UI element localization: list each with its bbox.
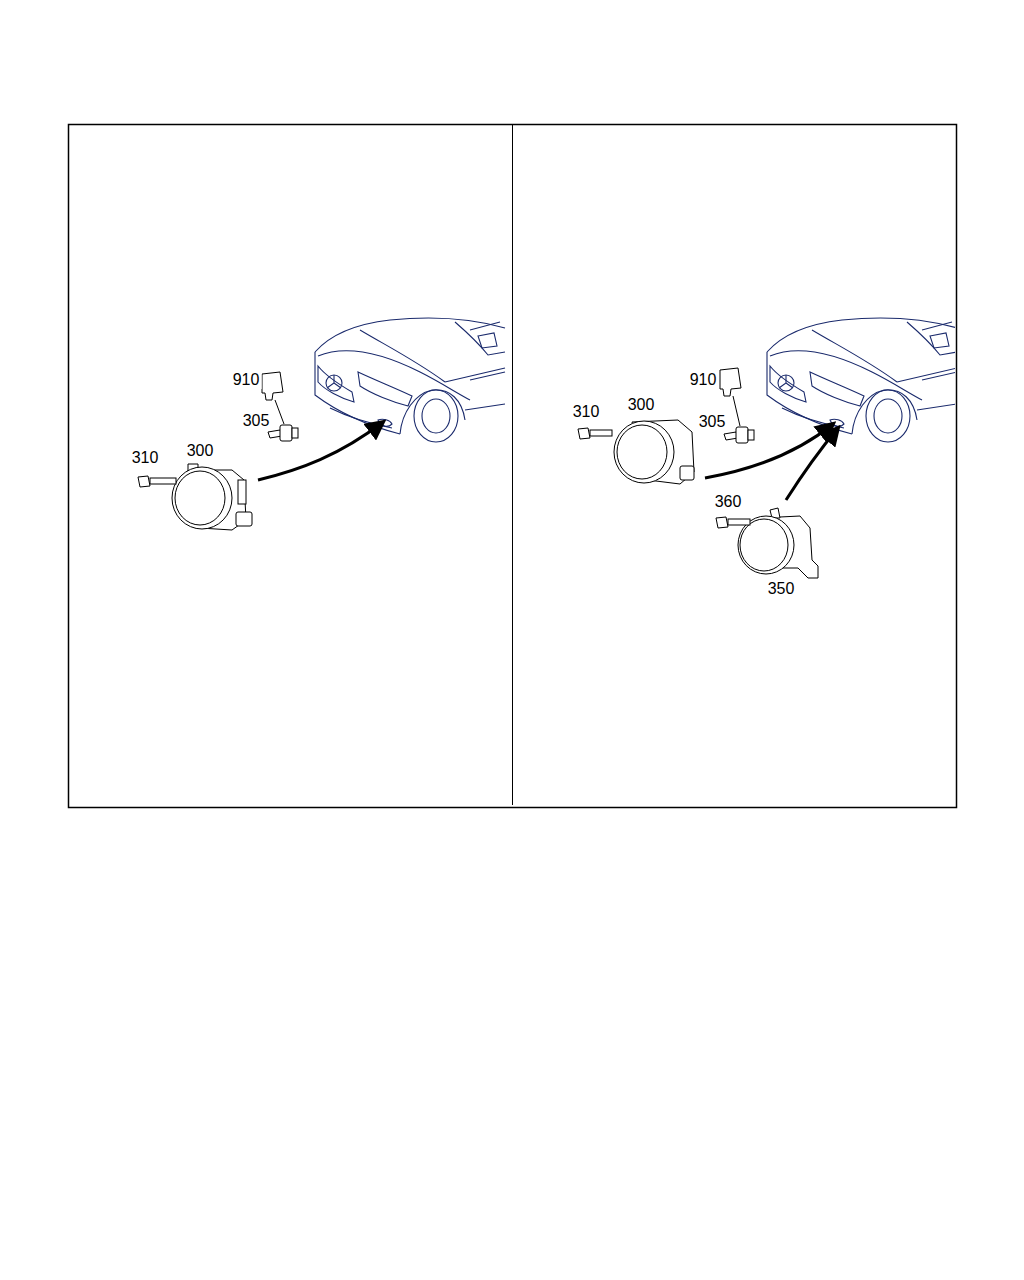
callout-number: 310 bbox=[130, 449, 161, 467]
drawing-part bbox=[292, 428, 298, 438]
callout-number: 305 bbox=[697, 413, 728, 431]
callout-number: 360 bbox=[713, 493, 744, 511]
drawing-part bbox=[720, 368, 741, 396]
callout-number: 910 bbox=[688, 371, 719, 389]
drawing-part bbox=[138, 372, 298, 530]
callout-number: 305 bbox=[241, 412, 272, 430]
drawing-part bbox=[748, 430, 754, 440]
drawing-part bbox=[238, 480, 246, 504]
drawing-part bbox=[138, 476, 150, 487]
drawing-part bbox=[578, 428, 590, 439]
drawing-part bbox=[728, 519, 750, 525]
drawing-part bbox=[767, 318, 955, 442]
drawing-part bbox=[680, 466, 694, 480]
divider bbox=[512, 124, 513, 805]
drawing-part bbox=[262, 372, 283, 400]
drawing-part bbox=[236, 512, 252, 526]
install-arrow bbox=[258, 422, 383, 480]
drawing-part bbox=[590, 430, 612, 436]
drawing-part bbox=[740, 519, 788, 571]
drawing-part bbox=[172, 467, 232, 529]
drawing-part bbox=[578, 368, 818, 578]
drawing-part bbox=[175, 471, 225, 525]
drawing-part bbox=[275, 400, 284, 424]
install-arrow bbox=[786, 428, 838, 500]
drawing-part bbox=[617, 425, 667, 479]
install-arrow bbox=[705, 424, 833, 478]
callout-number: 310 bbox=[571, 403, 602, 421]
frame bbox=[69, 125, 957, 808]
drawing-part bbox=[315, 318, 505, 442]
drawing-part bbox=[736, 427, 748, 443]
drawing-part bbox=[315, 318, 505, 442]
callout-number: 300 bbox=[626, 396, 657, 414]
drawing-part bbox=[767, 318, 955, 442]
callout-number: 350 bbox=[766, 580, 797, 598]
callout-number: 910 bbox=[231, 371, 262, 389]
drawing-part bbox=[150, 478, 176, 484]
drawing-part bbox=[614, 421, 674, 483]
drawing-part bbox=[280, 425, 292, 441]
drawing-part bbox=[716, 517, 728, 528]
callout-number: 300 bbox=[185, 442, 216, 460]
drawing-part bbox=[733, 396, 740, 426]
